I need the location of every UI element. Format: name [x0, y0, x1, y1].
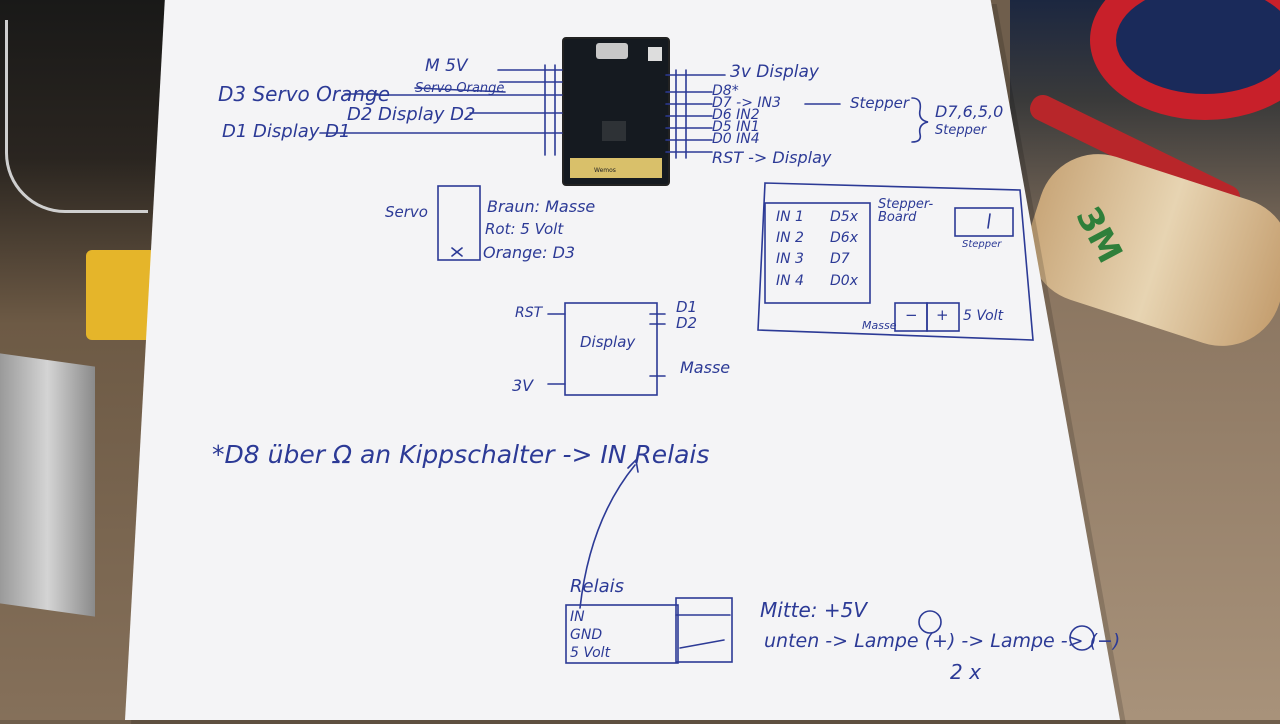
pin-label-rst: RST -> Display: [712, 148, 832, 167]
stepper-note-sub: Stepper: [935, 123, 987, 138]
display-pin-d2: D2: [676, 314, 698, 332]
pin-label-d0: D0 IN4: [712, 131, 760, 147]
servo-wire-brown: Braun: Masse: [487, 197, 596, 216]
display-title: Display: [580, 333, 636, 351]
display-pin-3v: 3V: [512, 376, 534, 395]
stepper-row-4-d: D0x: [830, 273, 858, 289]
servo-wire-orange: Orange: D3: [483, 243, 576, 262]
relay-title: Relais: [570, 576, 624, 597]
stepper-row-1-d: D5x: [830, 209, 858, 225]
stepper-note-label: Stepper: [850, 94, 910, 112]
pin-label-d8: D8*: [712, 83, 739, 99]
cable: [5, 20, 148, 213]
microcontroller-board: Wemos: [562, 37, 670, 186]
relay-pin-5v: 5 Volt: [570, 645, 611, 661]
display-pin-d1: D1: [676, 298, 698, 316]
relay-note-line-1: Mitte: +5V: [760, 598, 868, 622]
relay-pin-in: IN: [570, 609, 585, 625]
usb-port-icon: [596, 43, 628, 59]
pin-label-d2: D2 Display D2: [347, 104, 476, 125]
relay-note-line-2: unten -> Lampe (+) -> Lampe -> (−): [764, 630, 1121, 652]
pin-label-3v: 3v Display: [730, 62, 819, 82]
pin-label-d6: D6 IN2: [712, 107, 760, 123]
stepper-motor-label: Stepper: [962, 239, 1002, 250]
pin-label-servo-orange: Servo Orange: [415, 81, 505, 96]
display-pin-rst: RST: [515, 305, 543, 321]
pin-label-d1: D1 Display D1: [222, 121, 351, 142]
pin-label-d7: D7 -> IN3: [712, 95, 781, 111]
stepper-row-3-in: IN 3: [776, 251, 804, 267]
stepper-row-3-d: D7: [830, 251, 850, 267]
relay-count: 2 x: [950, 660, 981, 684]
pin-label-d3: D3 Servo Orange: [218, 82, 391, 106]
relay-pin-gnd: GND: [570, 627, 603, 643]
stepper-board-title: Stepper-Board: [878, 197, 934, 225]
stepper-note-pins: D7,6,5,0: [935, 102, 1004, 121]
yellow-blocks: [86, 250, 156, 340]
minus-terminal: −: [905, 306, 918, 324]
five-volt-label: 5 Volt: [963, 308, 1004, 324]
pin-label-d5: D5 IN1: [712, 119, 760, 135]
pin-label-m5v: M 5V: [425, 56, 468, 76]
relay-note: *D8 über Ω an Kippschalter -> IN Relais: [212, 440, 710, 469]
board-silkscreen: Wemos: [594, 167, 616, 174]
servo-title: Servo: [385, 203, 428, 221]
masse-label: Masse: [862, 319, 897, 332]
display-pin-masse: Masse: [680, 358, 731, 377]
servo-wire-red: Rot: 5 Volt: [485, 220, 564, 238]
stepper-row-2-in: IN 2: [776, 230, 804, 246]
chip-icon: [602, 121, 626, 141]
stepper-row-4-in: IN 4: [776, 273, 804, 289]
reset-button-icon: [648, 47, 662, 61]
stepper-row-2-d: D6x: [830, 230, 858, 246]
stepper-row-1-in: IN 1: [776, 209, 804, 225]
label-strip: [570, 158, 662, 178]
plus-terminal: +: [936, 306, 949, 324]
